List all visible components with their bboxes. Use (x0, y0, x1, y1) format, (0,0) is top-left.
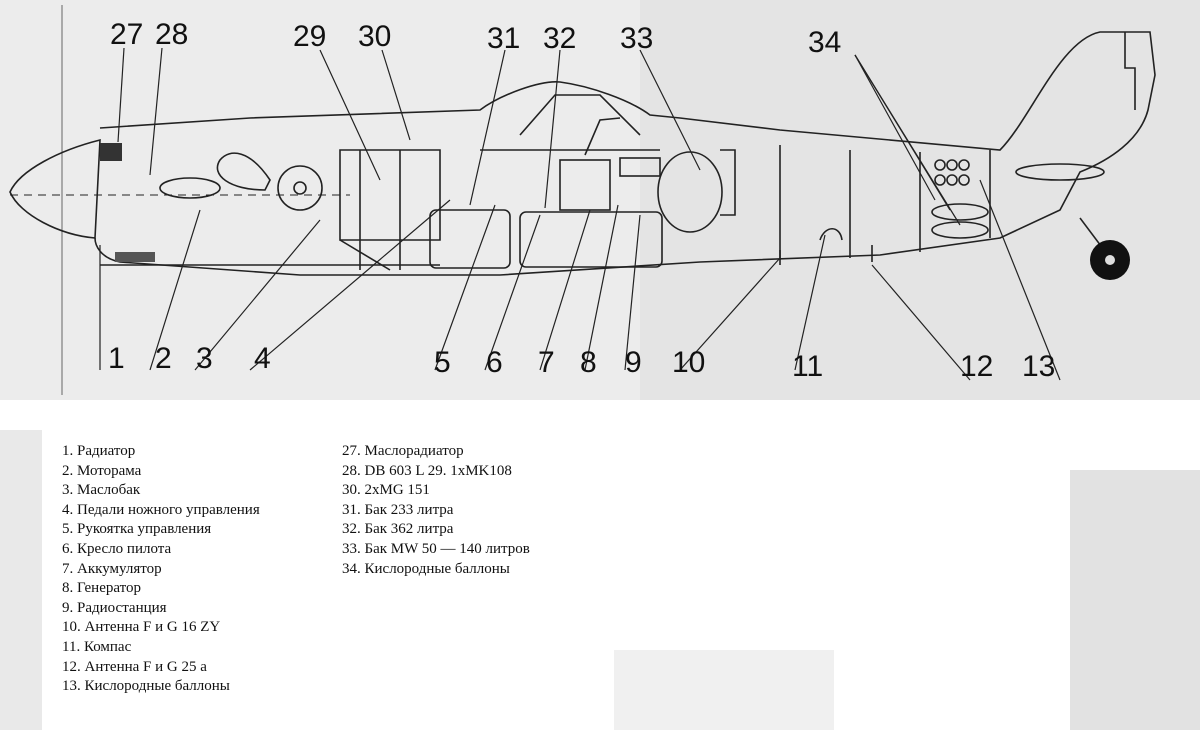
legend-column-right: 27. Маслорадиатор 28. DB 603 L 29. 1xMK10… (342, 442, 530, 579)
legend-list-right: 27. Маслорадиатор 28. DB 603 L 29. 1xMK10… (342, 442, 530, 579)
legend-item: 6. Кресло пилота (62, 540, 172, 557)
callout-4: 4 (254, 342, 271, 375)
callout-10: 10 (672, 346, 705, 379)
legend-item: 5. Рукоятка управления (62, 521, 212, 538)
callout-6: 6 (486, 346, 503, 379)
legend-item: 34. Кислородные баллоны (342, 560, 510, 577)
callouts-top: 27 28 29 30 31 32 33 34 (110, 18, 841, 59)
callout-1: 1 (108, 342, 125, 375)
callout-2: 2 (155, 342, 172, 375)
callout-27: 27 (110, 18, 143, 51)
legend-item: 8. Генератор (62, 580, 141, 597)
callout-32: 32 (543, 22, 576, 55)
legend-item: 11. Компас (62, 638, 132, 655)
callout-29: 29 (293, 20, 326, 53)
legend-item: 31. Бак 233 литра (342, 501, 454, 518)
callout-12: 12 (960, 350, 993, 383)
callout-30: 30 (358, 20, 391, 53)
aircraft-diagram: 27 28 29 30 31 32 33 34 1 2 3 4 5 6 7 8 … (0, 0, 1200, 400)
legend-column-left: 1. Радиатор 2. Моторама 3. Маслобак 4. Педа… (62, 442, 260, 697)
callouts-bottom: 1 2 3 4 5 6 7 8 9 10 11 12 13 (108, 342, 1055, 383)
legend-item: 9. Радиостанция (62, 599, 167, 616)
fuselage-outline (9, 31, 1156, 276)
legend-item: 1. Радиатор (62, 443, 136, 459)
legend-item: 28. DB 603 L 29. 1xMK108 (342, 462, 512, 479)
callout-34: 34 (808, 26, 841, 59)
legend-item: 3. Маслобак (62, 482, 141, 499)
legend-item: 30. 2xMG 151 (342, 482, 430, 499)
callout-31: 31 (487, 22, 520, 55)
callout-9: 9 (625, 346, 642, 379)
callout-11: 11 (792, 350, 823, 383)
callout-33: 33 (620, 22, 653, 55)
legend-item: 4. Педали ножного управления (62, 501, 260, 518)
legend-list-left: 1. Радиатор 2. Моторама 3. Маслобак 4. Педа… (62, 442, 260, 697)
legend: 1. Радиатор 2. Моторама 3. Маслобак 4. Педа… (42, 422, 614, 712)
legend-item: 13. Кислородные баллоны (62, 678, 230, 695)
legend-area: 1. Радиатор 2. Моторама 3. Маслобак 4. Педа… (0, 400, 1200, 730)
callout-5: 5 (434, 346, 451, 379)
callout-13: 13 (1022, 350, 1055, 383)
legend-item: 10. Антенна F и G 16 ZY (62, 619, 221, 636)
legend-item: 33. Бак MW 50 — 140 литров (342, 540, 530, 557)
legend-item: 2. Моторама (62, 462, 142, 479)
callout-7: 7 (538, 346, 555, 379)
legend-item: 7. Аккумулятор (62, 560, 162, 577)
oil-cooler (100, 143, 122, 161)
leader-lines (99, 47, 1061, 381)
legend-item: 27. Маслорадиатор (342, 443, 464, 459)
callout-28: 28 (155, 18, 188, 51)
legend-item: 12. Антенна F и G 25 a (62, 658, 207, 675)
legend-item: 32. Бак 362 литра (342, 521, 454, 538)
callout-3: 3 (196, 342, 213, 375)
callout-8: 8 (580, 346, 597, 379)
